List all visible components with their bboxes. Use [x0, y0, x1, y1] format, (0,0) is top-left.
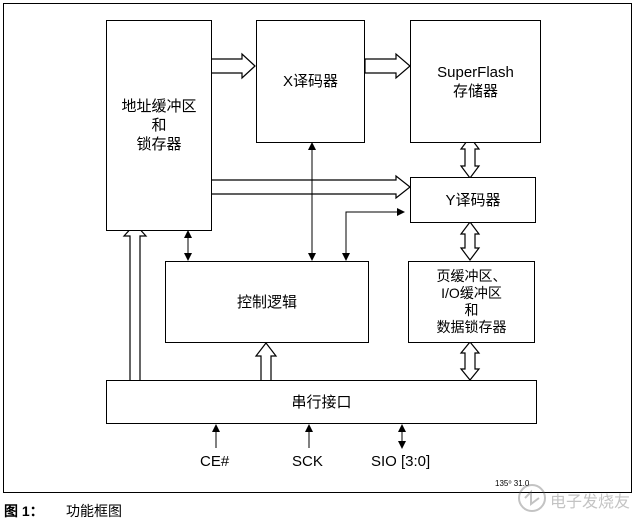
arrow-serial-to-control [254, 342, 278, 380]
serial-interface-label: 串行接口 [291, 393, 352, 411]
page-buffer-label: 页缓冲区、 I/O缓冲区 和 数据锁存器 [436, 268, 507, 335]
signal-sck-label: SCK [292, 453, 323, 470]
caption-text: 功能框图 [66, 503, 122, 519]
y-decoder-block: Y译码器 [410, 177, 536, 223]
superflash-label: SuperFlash 存储器 [437, 63, 514, 100]
figure-code: 135⁰ 31.0 [495, 479, 530, 488]
y-decoder-label: Y译码器 [445, 191, 501, 209]
arrow-flash-ydecoder [459, 136, 481, 179]
x-decoder-label: X译码器 [282, 73, 338, 90]
watermark-icon [518, 484, 546, 512]
control-logic-label: 控制逻辑 [236, 293, 297, 311]
superflash-block: SuperFlash 存储器 [410, 20, 541, 143]
serial-interface-block: 串行接口 [106, 380, 537, 424]
arrow-addr-to-xdecoder [210, 52, 256, 80]
control-logic-block: 控制逻辑 [165, 261, 369, 343]
arrow-ydecoder-pagebuffer [459, 221, 481, 261]
diagram-border [3, 3, 632, 493]
watermark-text: 电子发烧友 [550, 492, 631, 511]
arrow-xdecoder-to-flash [364, 52, 411, 80]
address-buffer-label: 地址缓冲区 和 锁存器 [121, 98, 197, 153]
caption-label: 图 1： [4, 503, 44, 519]
signal-sio-label: SIO [3:0] [371, 453, 431, 470]
x-decoder-block: X译码器 [256, 20, 365, 143]
line-ydecoder-control [342, 208, 405, 261]
arrow-addr-to-ydecoder [210, 174, 411, 200]
watermark-logo: 电子发烧友 [516, 478, 634, 526]
page-buffer-block: 页缓冲区、 I/O缓冲区 和 数据锁存器 [408, 261, 535, 343]
signal-ce-label: CE# [200, 453, 230, 470]
arrow-serial-to-addr [122, 223, 148, 380]
address-buffer-block: 地址缓冲区 和 锁存器 [106, 20, 212, 231]
arrow-pagebuffer-serial [459, 341, 481, 381]
